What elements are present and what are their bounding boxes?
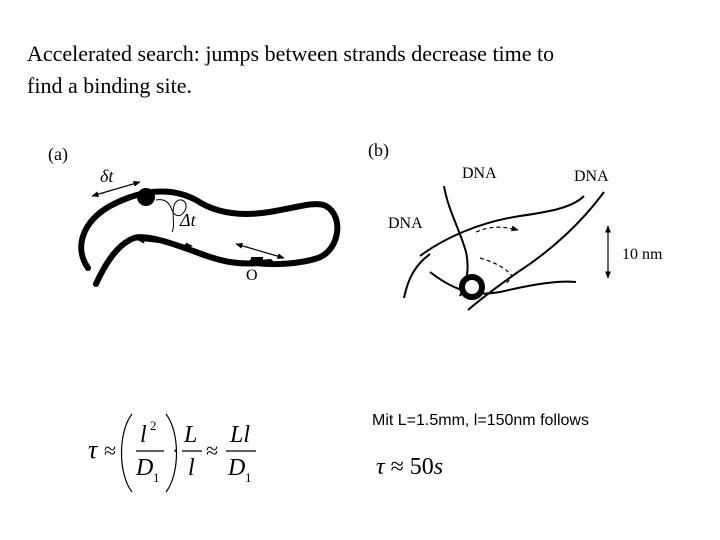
parameter-note: Mit L=1.5mm, l=150nm follows [372,412,589,429]
formula-approx-1: ≈ [104,438,116,463]
left-paren [120,413,133,493]
dna-strand-outer [78,188,341,271]
protein-ball [137,188,155,206]
dna-strand-b-5 [467,191,605,311]
panel-b: (b) 10 nm DNA DNA DNA [368,140,663,311]
result-approx: ≈ [390,454,404,480]
dna-label-top-right: DNA [574,168,609,185]
formula-D1-a: D [135,455,153,481]
panel-b-label: (b) [368,140,389,161]
slide-title: Accelerated search: jumps between strand… [27,38,667,102]
slide-title-line-1: Accelerated search: jumps between strand… [27,41,555,66]
arrow-jump-mid [137,237,193,249]
dashed-hop-path [475,225,519,233]
binding-site-marker [251,257,263,263]
delta-t-big-label: Δt [179,210,197,230]
dna-strand-b-3 [403,253,431,299]
formula-L: L [183,422,197,448]
scale-label: 10 nm [622,246,663,263]
dna-strand-inner [93,234,273,287]
binding-site-label: O [246,267,258,284]
result-value: 50 [409,454,434,480]
arrow-slide-top [91,181,141,197]
formula-sub1-b: 1 [245,470,252,485]
dna-strand-b-2 [419,195,585,257]
formula-l: l [188,455,195,481]
dna-strand-b-4 [429,271,577,295]
dna-label-top-left: DNA [462,165,497,182]
dashed-drop-path [479,257,513,285]
slide-title-line-2: find a binding site. [27,73,192,98]
formula-sub1-a: 1 [153,470,160,485]
delta-t-small-label: δt [100,166,114,186]
result-unit: s [433,454,444,480]
protein-ring [459,274,485,300]
search-time-result: τ≈50s [376,454,443,481]
arrow-jump-right [235,243,285,259]
formula-Ll: Ll [229,422,250,448]
formula-dot: · [172,438,179,463]
result-tau: τ [376,454,385,480]
search-time-formula: τ ≈ l 2 D 1 · L l ≈ Ll D 1 [88,413,256,493]
panel-a: (a) δt Δt O [48,144,341,287]
hop-trajectory [155,199,187,233]
right-paren [165,413,178,493]
dna-label-left: DNA [388,215,423,232]
formula-l-squared: l [140,422,147,448]
formula-tau: τ [88,435,99,464]
panel-a-label: (a) [48,144,68,165]
formula-D1-b: D [227,455,245,481]
formula-approx-2: ≈ [206,438,218,463]
formula-exponent: 2 [150,418,157,433]
